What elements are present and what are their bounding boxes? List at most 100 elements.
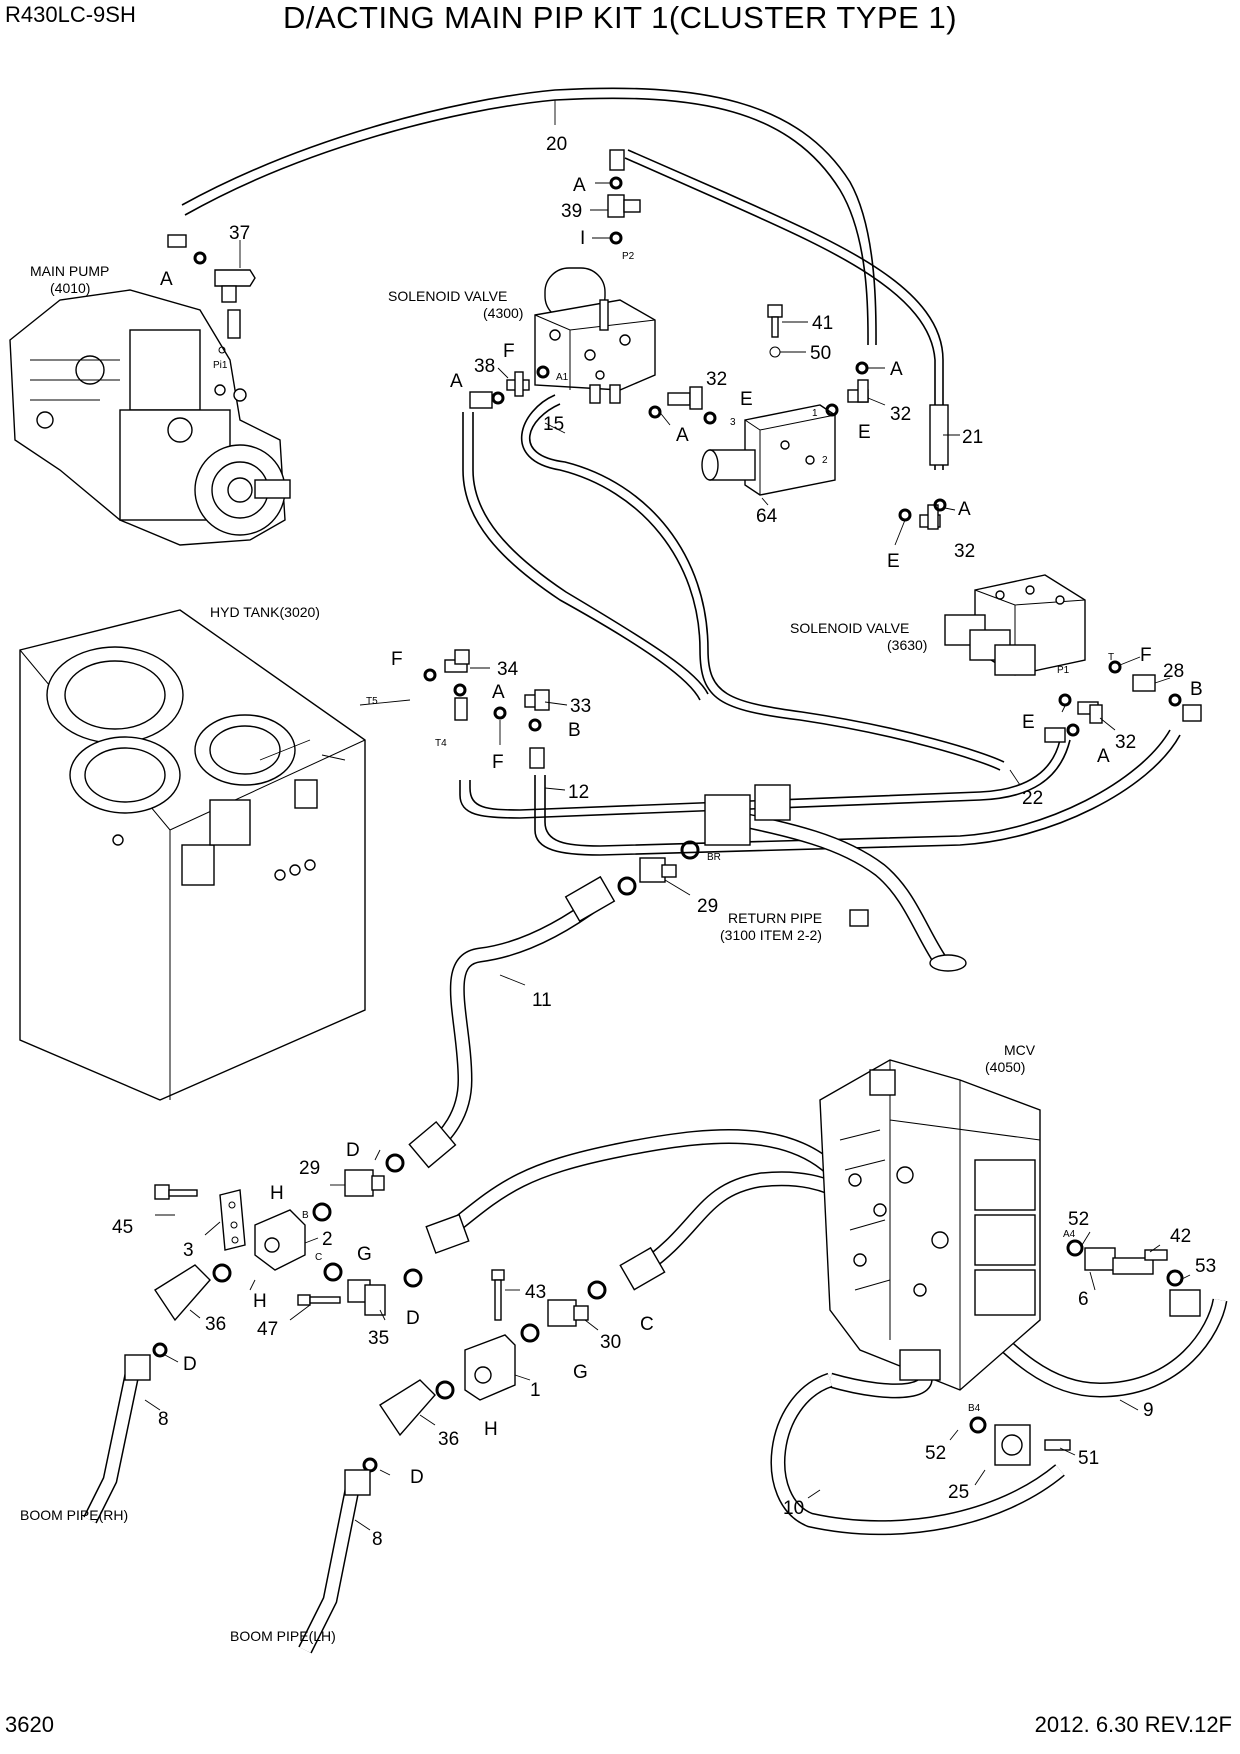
callout-E: E <box>1022 712 1035 733</box>
callout-39: 39 <box>561 201 582 222</box>
label-solenoid-valve-4300-code: (4300) <box>483 305 523 321</box>
elbow-36-b <box>379 1379 436 1437</box>
callout-35: 35 <box>368 1328 389 1349</box>
callout-45: 45 <box>112 1217 133 1238</box>
boom-hose-end-lh <box>344 1469 371 1496</box>
component-labels: MAIN PUMP (4010) SOLENOID VALVE (4300) S… <box>20 263 1036 1644</box>
port-pi1: Pi1 <box>213 360 228 371</box>
callout-30: 30 <box>600 1332 621 1353</box>
callout-15: 15 <box>543 414 564 435</box>
callout-3: 3 <box>183 1240 194 1261</box>
solenoid-valve-3630 <box>944 574 1086 676</box>
label-mcv: MCV <box>1004 1042 1036 1058</box>
callout-8: 8 <box>158 1409 169 1430</box>
label-return-pipe: RETURN PIPE <box>728 910 822 926</box>
leader-lines <box>144 100 1191 1531</box>
page-title: D/ACTING MAIN PIP KIT 1(CLUSTER TYPE 1) <box>282 0 958 35</box>
hose-11 <box>424 893 605 1156</box>
port-a4: A4 <box>1063 1229 1076 1240</box>
callout-41: 41 <box>812 313 833 334</box>
callouts: 20 37 A A 39 I 41 50 A 32 21 38 F A 32 E… <box>112 134 1216 1550</box>
callout-E: E <box>740 389 753 410</box>
port-1: 1 <box>812 408 818 419</box>
callout-12: 12 <box>568 782 589 803</box>
port-br: BR <box>707 852 721 863</box>
fitting-37 <box>214 269 256 339</box>
callout-8: 8 <box>372 1529 383 1550</box>
callout-A: A <box>492 682 505 703</box>
callout-29: 29 <box>299 1158 320 1179</box>
label-solenoid-valve-3630-code: (3630) <box>887 637 927 653</box>
port-3: 3 <box>730 417 736 428</box>
callout-C: C <box>640 1314 654 1335</box>
callout-F: F <box>1140 645 1152 666</box>
return-pipe <box>704 784 967 972</box>
callout-A: A <box>676 425 689 446</box>
callout-A: A <box>573 175 586 196</box>
label-boom-pipe-rh: BOOM PIPE(RH) <box>20 1507 128 1523</box>
callout-10: 10 <box>783 1498 804 1519</box>
hose-end-21 <box>609 149 625 171</box>
bolt-43 <box>491 1269 505 1321</box>
block-2 <box>254 1209 306 1271</box>
callout-50: 50 <box>810 343 831 364</box>
fitting-29-lower <box>344 1169 385 1197</box>
callout-E: E <box>858 422 871 443</box>
hose-end-20 <box>167 234 187 248</box>
fitting-32-b <box>847 379 869 403</box>
callout-52: 52 <box>925 1443 946 1464</box>
callout-6: 6 <box>1078 1289 1089 1310</box>
port-p2: P2 <box>622 251 635 262</box>
port-labels: Pi1 P2 A1 T5 T4 BR P1 T A4 B4 B C 1 2 3 <box>213 251 1114 1414</box>
fitting-33 <box>524 689 550 711</box>
callout-A: A <box>160 269 173 290</box>
fitting-32 <box>667 386 703 410</box>
elbow-36-a <box>154 1264 211 1322</box>
callout-47: 47 <box>257 1319 278 1340</box>
port-t5: T5 <box>366 696 378 707</box>
callout-A: A <box>958 499 971 520</box>
hose-21 <box>624 149 949 470</box>
label-hyd-tank: HYD TANK(3020) <box>210 604 320 620</box>
port-t4: T4 <box>435 738 447 749</box>
callout-33: 33 <box>570 696 591 717</box>
flange-6 <box>1084 1247 1154 1275</box>
port-2: 2 <box>822 455 828 466</box>
callout-32: 32 <box>1115 732 1136 753</box>
callout-1: 1 <box>530 1380 541 1401</box>
callout-H: H <box>484 1419 498 1440</box>
callout-32: 32 <box>954 541 975 562</box>
port-p1: P1 <box>1057 665 1070 676</box>
solenoid-valve-4300 <box>534 267 656 404</box>
callout-F: F <box>492 752 504 773</box>
o-ring <box>609 176 623 190</box>
label-main-pump-code: (4010) <box>50 280 90 296</box>
callout-D: D <box>183 1354 197 1375</box>
callout-I: I <box>580 228 585 249</box>
port-a1: A1 <box>556 372 569 383</box>
label-return-pipe-ref: (3100 ITEM 2-2) <box>720 927 822 943</box>
revision-date: 2012. 6.30 REV.12F <box>1034 1712 1232 1737</box>
callout-11: 11 <box>532 990 552 1011</box>
bolt-41 <box>767 304 783 338</box>
callout-G: G <box>573 1362 588 1383</box>
callout-A: A <box>1097 746 1110 767</box>
callout-2: 2 <box>322 1229 333 1250</box>
callout-H: H <box>270 1183 284 1204</box>
callout-51: 51 <box>1078 1448 1099 1469</box>
boom-hose-lh <box>298 1473 363 1654</box>
callout-B: B <box>568 720 581 741</box>
block-1 <box>464 1334 516 1401</box>
fitting-30 <box>547 1299 589 1327</box>
port-b4: B4 <box>968 1403 981 1414</box>
main-pump <box>9 289 291 546</box>
callout-36: 36 <box>438 1429 459 1450</box>
label-boom-pipe-lh: BOOM PIPE(LH) <box>230 1628 336 1644</box>
hyd-tank <box>19 609 366 1101</box>
fitting-38 <box>506 371 530 397</box>
bolt-47 <box>297 1294 341 1306</box>
callout-D: D <box>346 1140 360 1161</box>
callout-9: 9 <box>1143 1400 1154 1421</box>
hose-20 <box>181 87 877 346</box>
callout-F: F <box>391 649 403 670</box>
